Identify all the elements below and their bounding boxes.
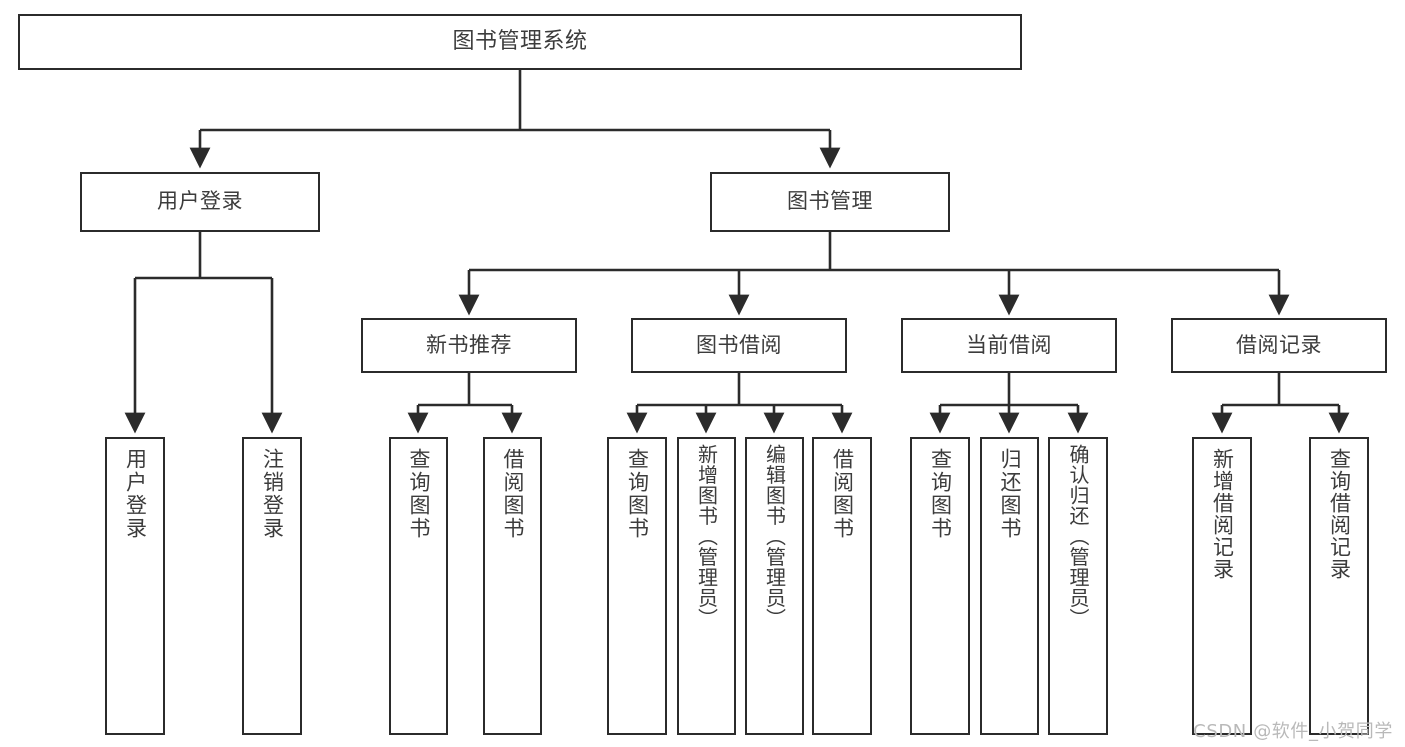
node-label: 查询借阅记录	[1327, 448, 1352, 580]
node-new-book-recommend[interactable]: 新书推荐	[361, 318, 577, 373]
node-leaf-borrow-book-borrow[interactable]: 借阅图书	[812, 437, 872, 735]
node-leaf-confirm-return[interactable]: 确认归还（管理员）	[1048, 437, 1108, 735]
node-label: 确认归还（管理员）	[1066, 444, 1090, 629]
node-label: 图书管理	[787, 189, 873, 214]
node-root-system[interactable]: 图书管理系统	[18, 14, 1022, 70]
node-label: 借阅记录	[1236, 332, 1322, 357]
node-book-manage[interactable]: 图书管理	[710, 172, 950, 232]
node-borrow-record[interactable]: 借阅记录	[1171, 318, 1387, 373]
node-label: 当前借阅	[966, 332, 1052, 357]
node-label: 编辑图书（管理员）	[762, 444, 787, 629]
node-label: 用户登录	[123, 448, 148, 540]
node-leaf-add-book[interactable]: 新增图书（管理员）	[677, 437, 736, 735]
node-label: 新增图书（管理员）	[694, 444, 719, 629]
node-label: 查询图书	[625, 448, 650, 540]
node-leaf-edit-book[interactable]: 编辑图书（管理员）	[745, 437, 804, 735]
node-label: 新增借阅记录	[1210, 448, 1235, 580]
node-leaf-query-book-current[interactable]: 查询图书	[910, 437, 970, 735]
node-label: 用户登录	[157, 189, 243, 214]
node-leaf-borrow-book-recommend[interactable]: 借阅图书	[483, 437, 542, 735]
node-label: 图书借阅	[696, 332, 782, 357]
node-current-borrow[interactable]: 当前借阅	[901, 318, 1117, 373]
node-label: 新书推荐	[426, 332, 512, 357]
node-label: 图书管理系统	[452, 29, 588, 55]
node-leaf-query-borrow-record[interactable]: 查询借阅记录	[1309, 437, 1369, 735]
node-leaf-query-book-borrow[interactable]: 查询图书	[607, 437, 667, 735]
node-leaf-add-borrow-record[interactable]: 新增借阅记录	[1192, 437, 1252, 735]
node-leaf-query-book-recommend[interactable]: 查询图书	[389, 437, 448, 735]
node-label: 借阅图书	[830, 448, 855, 540]
node-label: 注销登录	[260, 448, 285, 540]
csdn-watermark: CSDN @软件_小贺同学	[1193, 721, 1393, 742]
node-book-borrow[interactable]: 图书借阅	[631, 318, 847, 373]
node-label: 借阅图书	[501, 448, 525, 540]
node-user-login[interactable]: 用户登录	[80, 172, 320, 232]
node-label: 查询图书	[407, 448, 431, 540]
node-label: 查询图书	[928, 448, 953, 540]
node-leaf-logout-login[interactable]: 注销登录	[242, 437, 302, 735]
node-leaf-return-book[interactable]: 归还图书	[980, 437, 1039, 735]
node-label: 归还图书	[998, 448, 1022, 540]
node-leaf-user-login[interactable]: 用户登录	[105, 437, 165, 735]
